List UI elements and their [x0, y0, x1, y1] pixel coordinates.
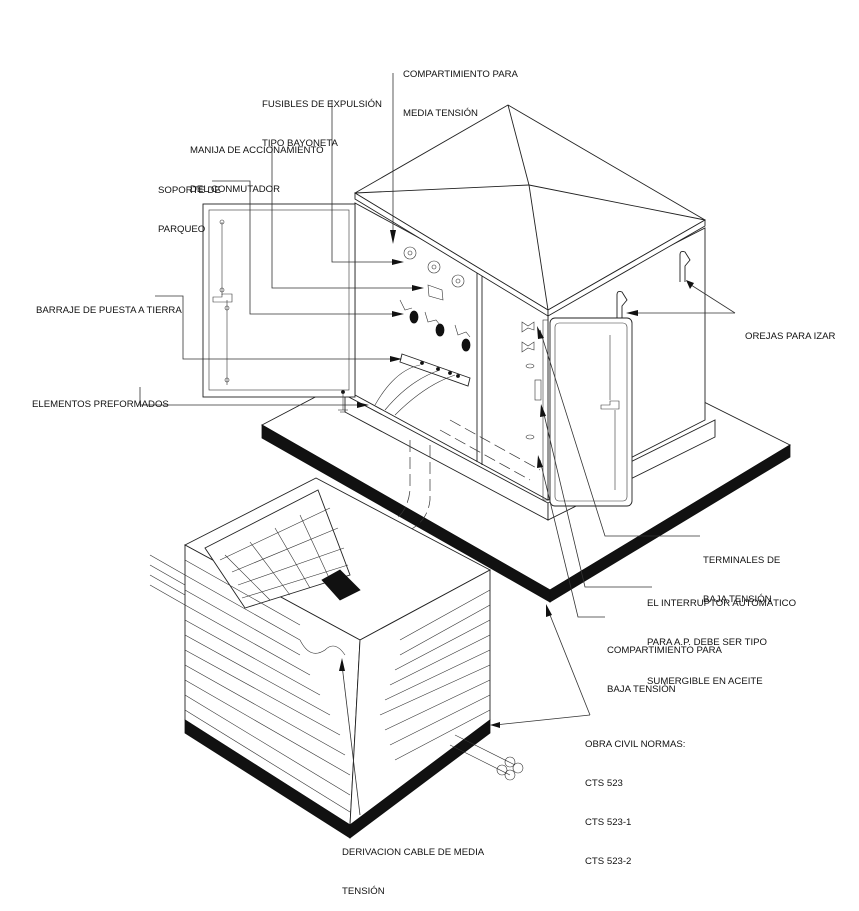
bt-door-open [521, 317, 633, 507]
label-compartimiento-media-tension: COMPARTIMIENTO PARA MEDIA TENSIÓN [403, 69, 518, 119]
label-barraje-puesta-tierra: BARRAJE DE PUESTA A TIERRA [36, 305, 182, 316]
mt-door-open [202, 203, 356, 398]
label-elementos-preformados: ELEMENTOS PREFORMADOS [32, 399, 169, 410]
label-fusibles-expulsion: FUSIBLES DE EXPULSIÓN TIPO BAYONETA [262, 99, 382, 149]
parking-stand-icon [399, 299, 471, 352]
pyramid-roof [354, 104, 706, 317]
conduit-pipes [149, 554, 524, 781]
lifting-ear-icon [679, 250, 691, 282]
brick-cable-vault [149, 477, 524, 839]
label-soporte-parqueo: SOPORTE DE PARQUEO [158, 185, 221, 235]
fuse-icon [403, 246, 465, 288]
ground-symbol-icon [338, 390, 348, 413]
ground-bus-bar [399, 353, 471, 387]
label-derivacion-cable-media-tension: DERIVACION CABLE DE MEDIA TENSIÓN [342, 847, 485, 897]
lifting-ear-icon [616, 290, 628, 320]
label-orejas-para-izar: OREJAS PARA IZAR [745, 331, 836, 342]
label-manija-accionamiento: MANIJA DE ACCIONAMIENTO DEL CONMUTADOR [190, 145, 324, 195]
mt-components [338, 246, 471, 416]
transformer-drawing [139, 73, 791, 839]
leader-lines [139, 73, 736, 816]
label-interruptor-automatico: EL INTERRUPTOR AUTOMÁTICO PARA A.P. DEBE… [647, 598, 797, 687]
label-obra-civil-normas: OBRA CIVIL NORMAS: CTS 523 CTS 523-1 CTS… [585, 739, 686, 867]
label-compartimiento-baja-tension: COMPARTIMIENTO PARA BAJA TENSIÓN [607, 645, 722, 695]
switch-handle-icon [427, 284, 444, 301]
brick-courses [184, 559, 491, 813]
label-terminales-baja-tension: TERMINALES DE BAJA TENSIÓN [703, 555, 781, 605]
